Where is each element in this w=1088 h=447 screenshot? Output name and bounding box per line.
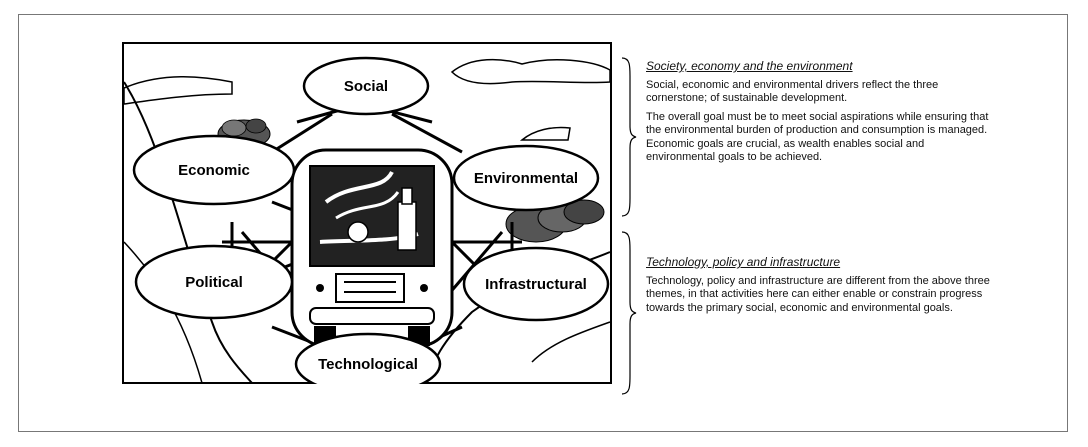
tree-right bbox=[505, 199, 605, 243]
bus-bumper bbox=[309, 307, 435, 325]
bottle-icon bbox=[397, 201, 417, 251]
node-technological-label: Technological bbox=[318, 356, 418, 373]
headlight-left bbox=[316, 284, 324, 292]
road-right bbox=[531, 321, 611, 363]
brace-top bbox=[621, 57, 637, 217]
node-technological: Technological bbox=[294, 332, 442, 384]
node-social-label: Social bbox=[344, 78, 388, 95]
cloud-right bbox=[450, 58, 611, 85]
illustration-svg: Social Economic Environmental Political … bbox=[122, 42, 612, 384]
wrench-icon bbox=[347, 221, 369, 243]
node-social: Social bbox=[302, 56, 430, 116]
node-political: Political bbox=[134, 244, 294, 320]
node-environmental-label: Environmental bbox=[474, 170, 578, 187]
node-infrastructural-label: Infrastructural bbox=[485, 276, 587, 293]
node-economic: Economic bbox=[132, 134, 296, 206]
node-infrastructural: Infrastructural bbox=[462, 246, 610, 322]
cloud-left bbox=[123, 75, 233, 105]
bus bbox=[290, 148, 454, 348]
section-society: Society, economy and the environment Soc… bbox=[646, 59, 996, 170]
section-technology: Technology, policy and infrastructure Te… bbox=[646, 255, 996, 320]
section-technology-para-1: Technology, policy and infrastructure ar… bbox=[646, 274, 990, 314]
node-economic-label: Economic bbox=[178, 162, 250, 179]
section-society-title: Society, economy and the environment bbox=[646, 59, 853, 73]
bus-grille bbox=[335, 273, 405, 303]
figure-frame bbox=[18, 14, 1068, 432]
section-technology-title: Technology, policy and infrastructure bbox=[646, 255, 841, 269]
section-society-para-2: The overall goal must be to meet social … bbox=[646, 110, 989, 164]
sustainability-illustration: Social Economic Environmental Political … bbox=[122, 42, 612, 384]
node-political-label: Political bbox=[185, 274, 243, 291]
node-environmental: Environmental bbox=[452, 144, 600, 212]
small-cloud bbox=[519, 126, 571, 141]
headlight-right bbox=[420, 284, 428, 292]
section-society-para-1: Social, economic and environmental drive… bbox=[646, 78, 939, 105]
brace-bottom bbox=[621, 231, 637, 395]
